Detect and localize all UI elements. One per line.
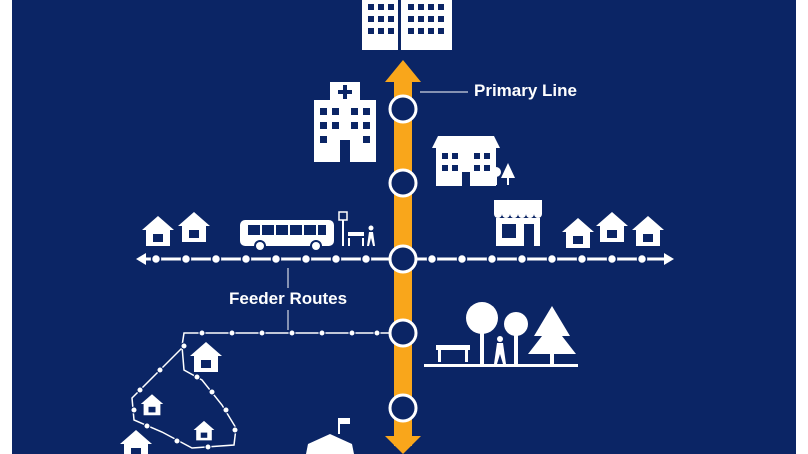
house-icon-right-1 [562, 218, 594, 248]
house-icon-left-2 [178, 212, 210, 242]
house-icon-loop-4 [120, 430, 152, 454]
horizontal-feeder-stops [150, 253, 648, 265]
feeder-loop-route [131, 332, 402, 449]
schoolhouse-icon [306, 418, 354, 454]
house-icon-loop-2 [140, 394, 164, 416]
small-trees-icon [491, 163, 515, 185]
apartment-building-icon [432, 136, 500, 186]
office-tower-icon [362, 0, 452, 50]
primary-line-label: Primary Line [474, 81, 577, 100]
bus-icon [240, 220, 334, 252]
hospital-icon [314, 82, 376, 162]
shop-icon [494, 200, 542, 246]
primary-line-stations [388, 94, 418, 423]
house-icon-right-2 [596, 212, 628, 242]
park-icon [424, 302, 578, 367]
house-icon-loop-3 [193, 420, 215, 441]
feeder-loop-stops [130, 329, 381, 451]
house-icon-loop-1 [190, 342, 222, 372]
bus-stop-sign-icon [338, 211, 348, 246]
diagram-graphics [120, 0, 674, 454]
house-icon-left-1 [142, 216, 174, 246]
feeder-routes-label: Feeder Routes [229, 289, 348, 308]
transit-diagram: Primary Line Feeder Routes [12, 0, 796, 454]
pedestrian-icon [367, 225, 375, 246]
bench-icon [348, 232, 364, 246]
house-icon-right-3 [632, 216, 664, 246]
